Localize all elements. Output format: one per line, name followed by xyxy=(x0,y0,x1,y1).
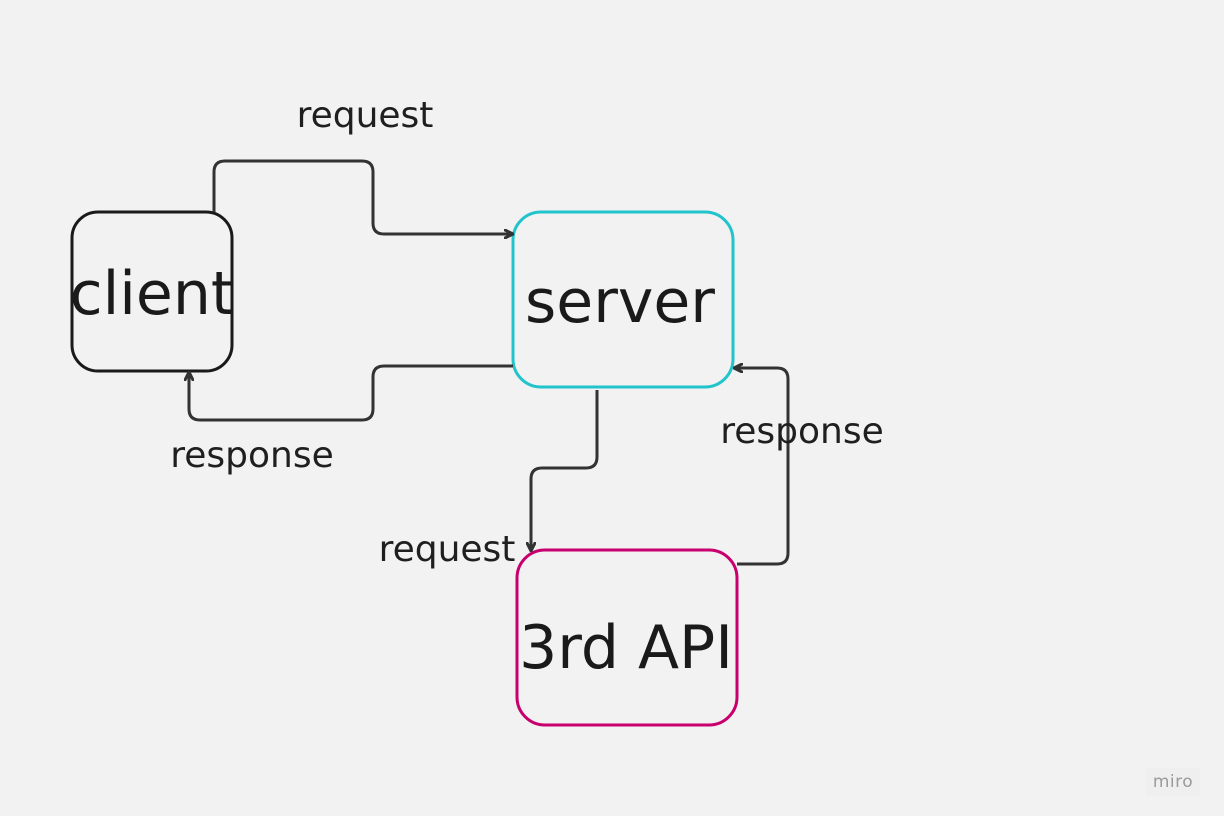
server-node-box xyxy=(511,210,735,389)
third-api-node-label: 3rd API xyxy=(519,613,733,683)
server-to-client-label: response xyxy=(170,435,334,476)
client-node-box xyxy=(70,210,234,373)
server-to-api-connector[interactable] xyxy=(531,390,599,550)
miro-watermark: miro xyxy=(1146,768,1200,796)
third-api-node-box xyxy=(515,548,739,727)
api-to-server-label: response xyxy=(720,411,884,452)
third-api-node[interactable]: 3rd API xyxy=(515,548,739,727)
server-to-client-connector[interactable] xyxy=(189,364,513,422)
client-node[interactable]: client xyxy=(70,210,235,373)
server-to-api-label: request xyxy=(379,529,516,570)
api-to-server-connector[interactable] xyxy=(735,368,790,566)
client-node-label: client xyxy=(70,259,235,329)
server-node-label: server xyxy=(525,267,715,337)
client-to-server-connector[interactable] xyxy=(212,159,512,234)
server-node[interactable]: server xyxy=(511,210,735,389)
client-to-server-label: request xyxy=(297,95,434,136)
